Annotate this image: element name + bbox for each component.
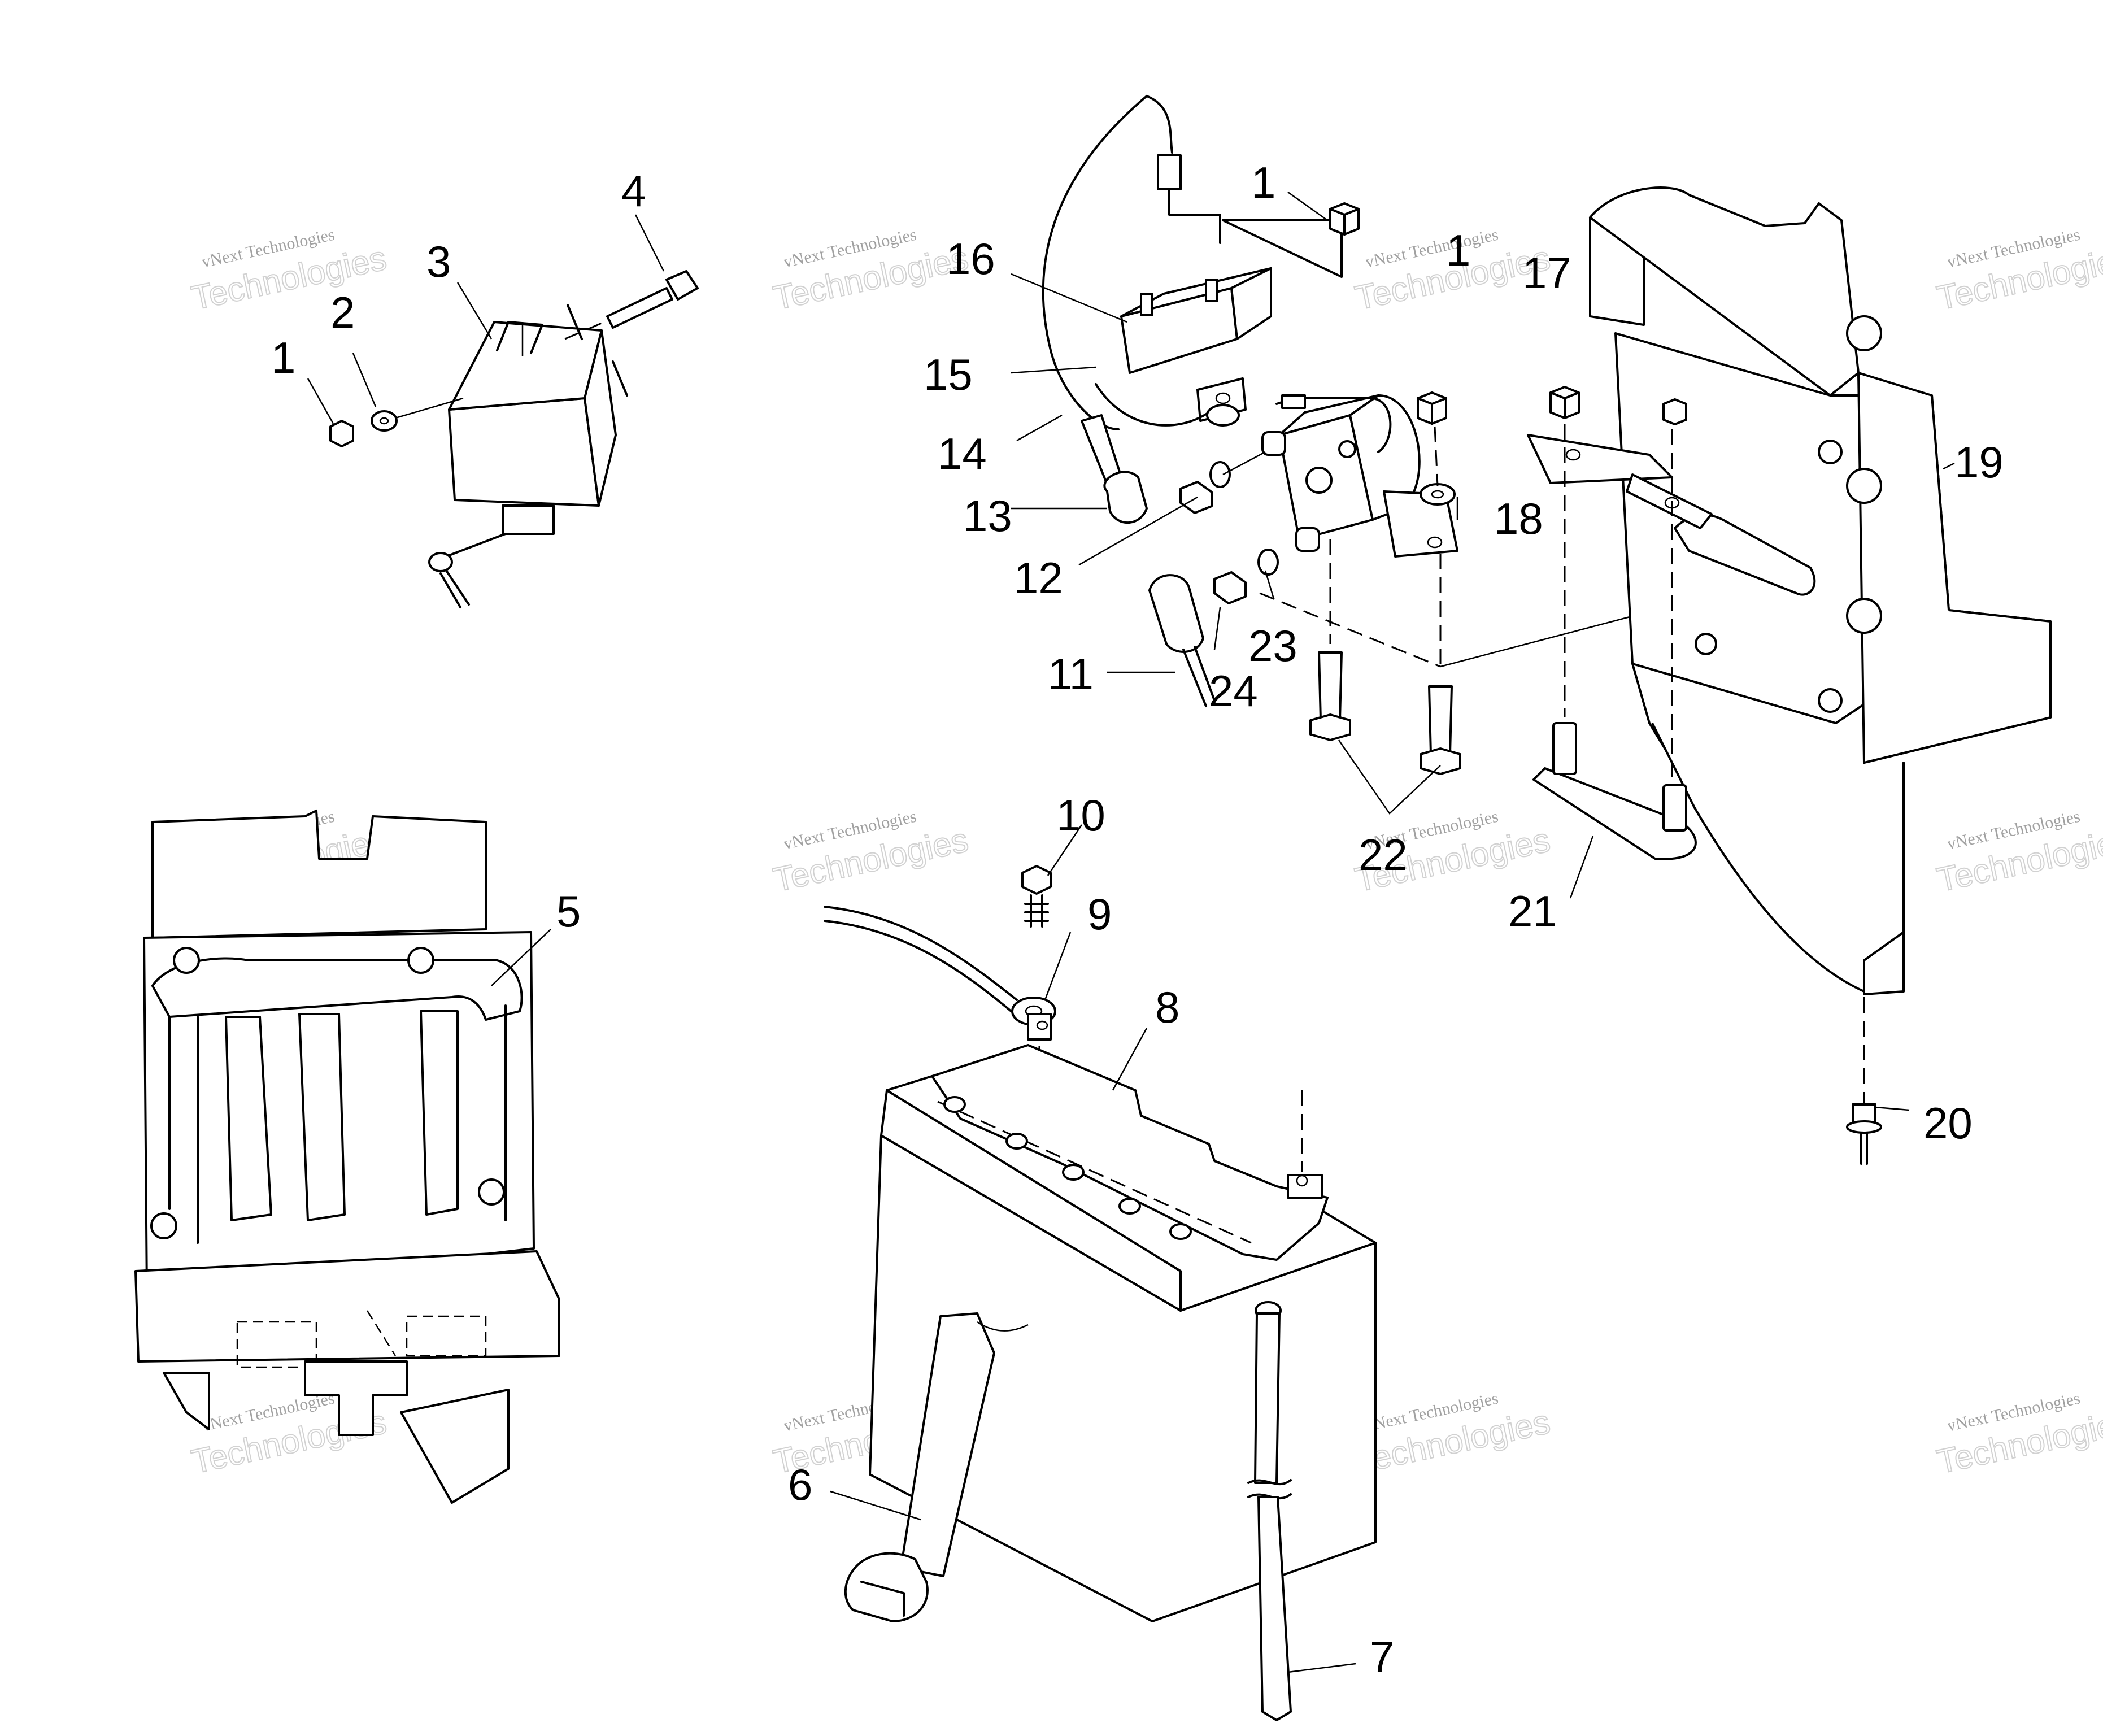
- callout-label: 3: [426, 237, 451, 286]
- bracket-body: [1589, 186, 1860, 397]
- wire-icon: [1042, 95, 1148, 430]
- boot-icon: [1148, 574, 1204, 653]
- callout-label: 21: [1508, 886, 1557, 936]
- callout-label: 23: [1248, 621, 1297, 671]
- nut-icon: [329, 420, 354, 447]
- watermark: vNext Technologies Technologies: [1351, 1389, 1554, 1481]
- callout-label: 1: [1251, 158, 1275, 207]
- bolt-icon: [1318, 651, 1343, 721]
- callout-label: 4: [621, 166, 646, 216]
- bolt-icon: [1428, 685, 1453, 755]
- callout-label: 5: [556, 886, 581, 936]
- screw-icon: [1021, 865, 1052, 895]
- nut-icon: [1213, 571, 1247, 604]
- callout-label: 6: [788, 1460, 812, 1509]
- callout-label: 1: [1446, 225, 1470, 275]
- callout-layer: 1 2 3 4 1 16 15 14 13 12 11 24 23 1 18 1…: [271, 158, 2004, 1682]
- callout-label: 14: [938, 429, 987, 478]
- watermark: vNext Technologies Technologies: [1933, 225, 2103, 317]
- watermark: vNext Technologies Technologies: [769, 807, 972, 899]
- callout-label: 10: [1056, 790, 1105, 840]
- callout-label: 11: [1048, 649, 1094, 699]
- battery-box: [134, 810, 560, 1504]
- watermark: vNext Technologies Technologies: [769, 225, 972, 317]
- watermark: vNext Technologies Technologies: [188, 225, 390, 317]
- callout-label: 7: [1370, 1632, 1394, 1682]
- callout-label: 18: [1494, 494, 1543, 543]
- watermark: vNext Technologies Technologies: [1933, 1389, 2103, 1481]
- watermark: vNext Technologies Technologies: [1933, 807, 2103, 899]
- callout-label: 2: [330, 288, 355, 337]
- strap-icon: [900, 1312, 995, 1577]
- nut-icon: [1662, 398, 1687, 425]
- battery-box-back: [151, 810, 487, 939]
- vent-tube-icon: [1254, 1312, 1281, 1484]
- callout-label: 8: [1155, 982, 1179, 1032]
- callout-label: 12: [1014, 553, 1063, 603]
- solenoid-assembly: [1042, 95, 1721, 775]
- callout-label: 20: [1923, 1098, 1973, 1148]
- callout-label: 13: [963, 491, 1012, 541]
- callout-label: 19: [1954, 437, 2004, 487]
- regulator-assembly: [329, 270, 699, 608]
- mounting-bracket: [1527, 186, 2052, 1165]
- callout-label: 17: [1522, 248, 1571, 298]
- bolt-icon: [606, 287, 673, 329]
- callout-label: 22: [1359, 830, 1408, 880]
- regulator-body: [448, 397, 600, 507]
- callout-label: 16: [946, 234, 995, 284]
- callout-label: 24: [1209, 666, 1258, 716]
- callout-label: 9: [1087, 889, 1112, 939]
- washer-icon: [371, 410, 398, 432]
- callout-label: 15: [924, 350, 973, 399]
- leader-lines: [307, 191, 1955, 1673]
- battery-assembly: [824, 865, 1377, 1721]
- callout-label: 1: [271, 333, 295, 382]
